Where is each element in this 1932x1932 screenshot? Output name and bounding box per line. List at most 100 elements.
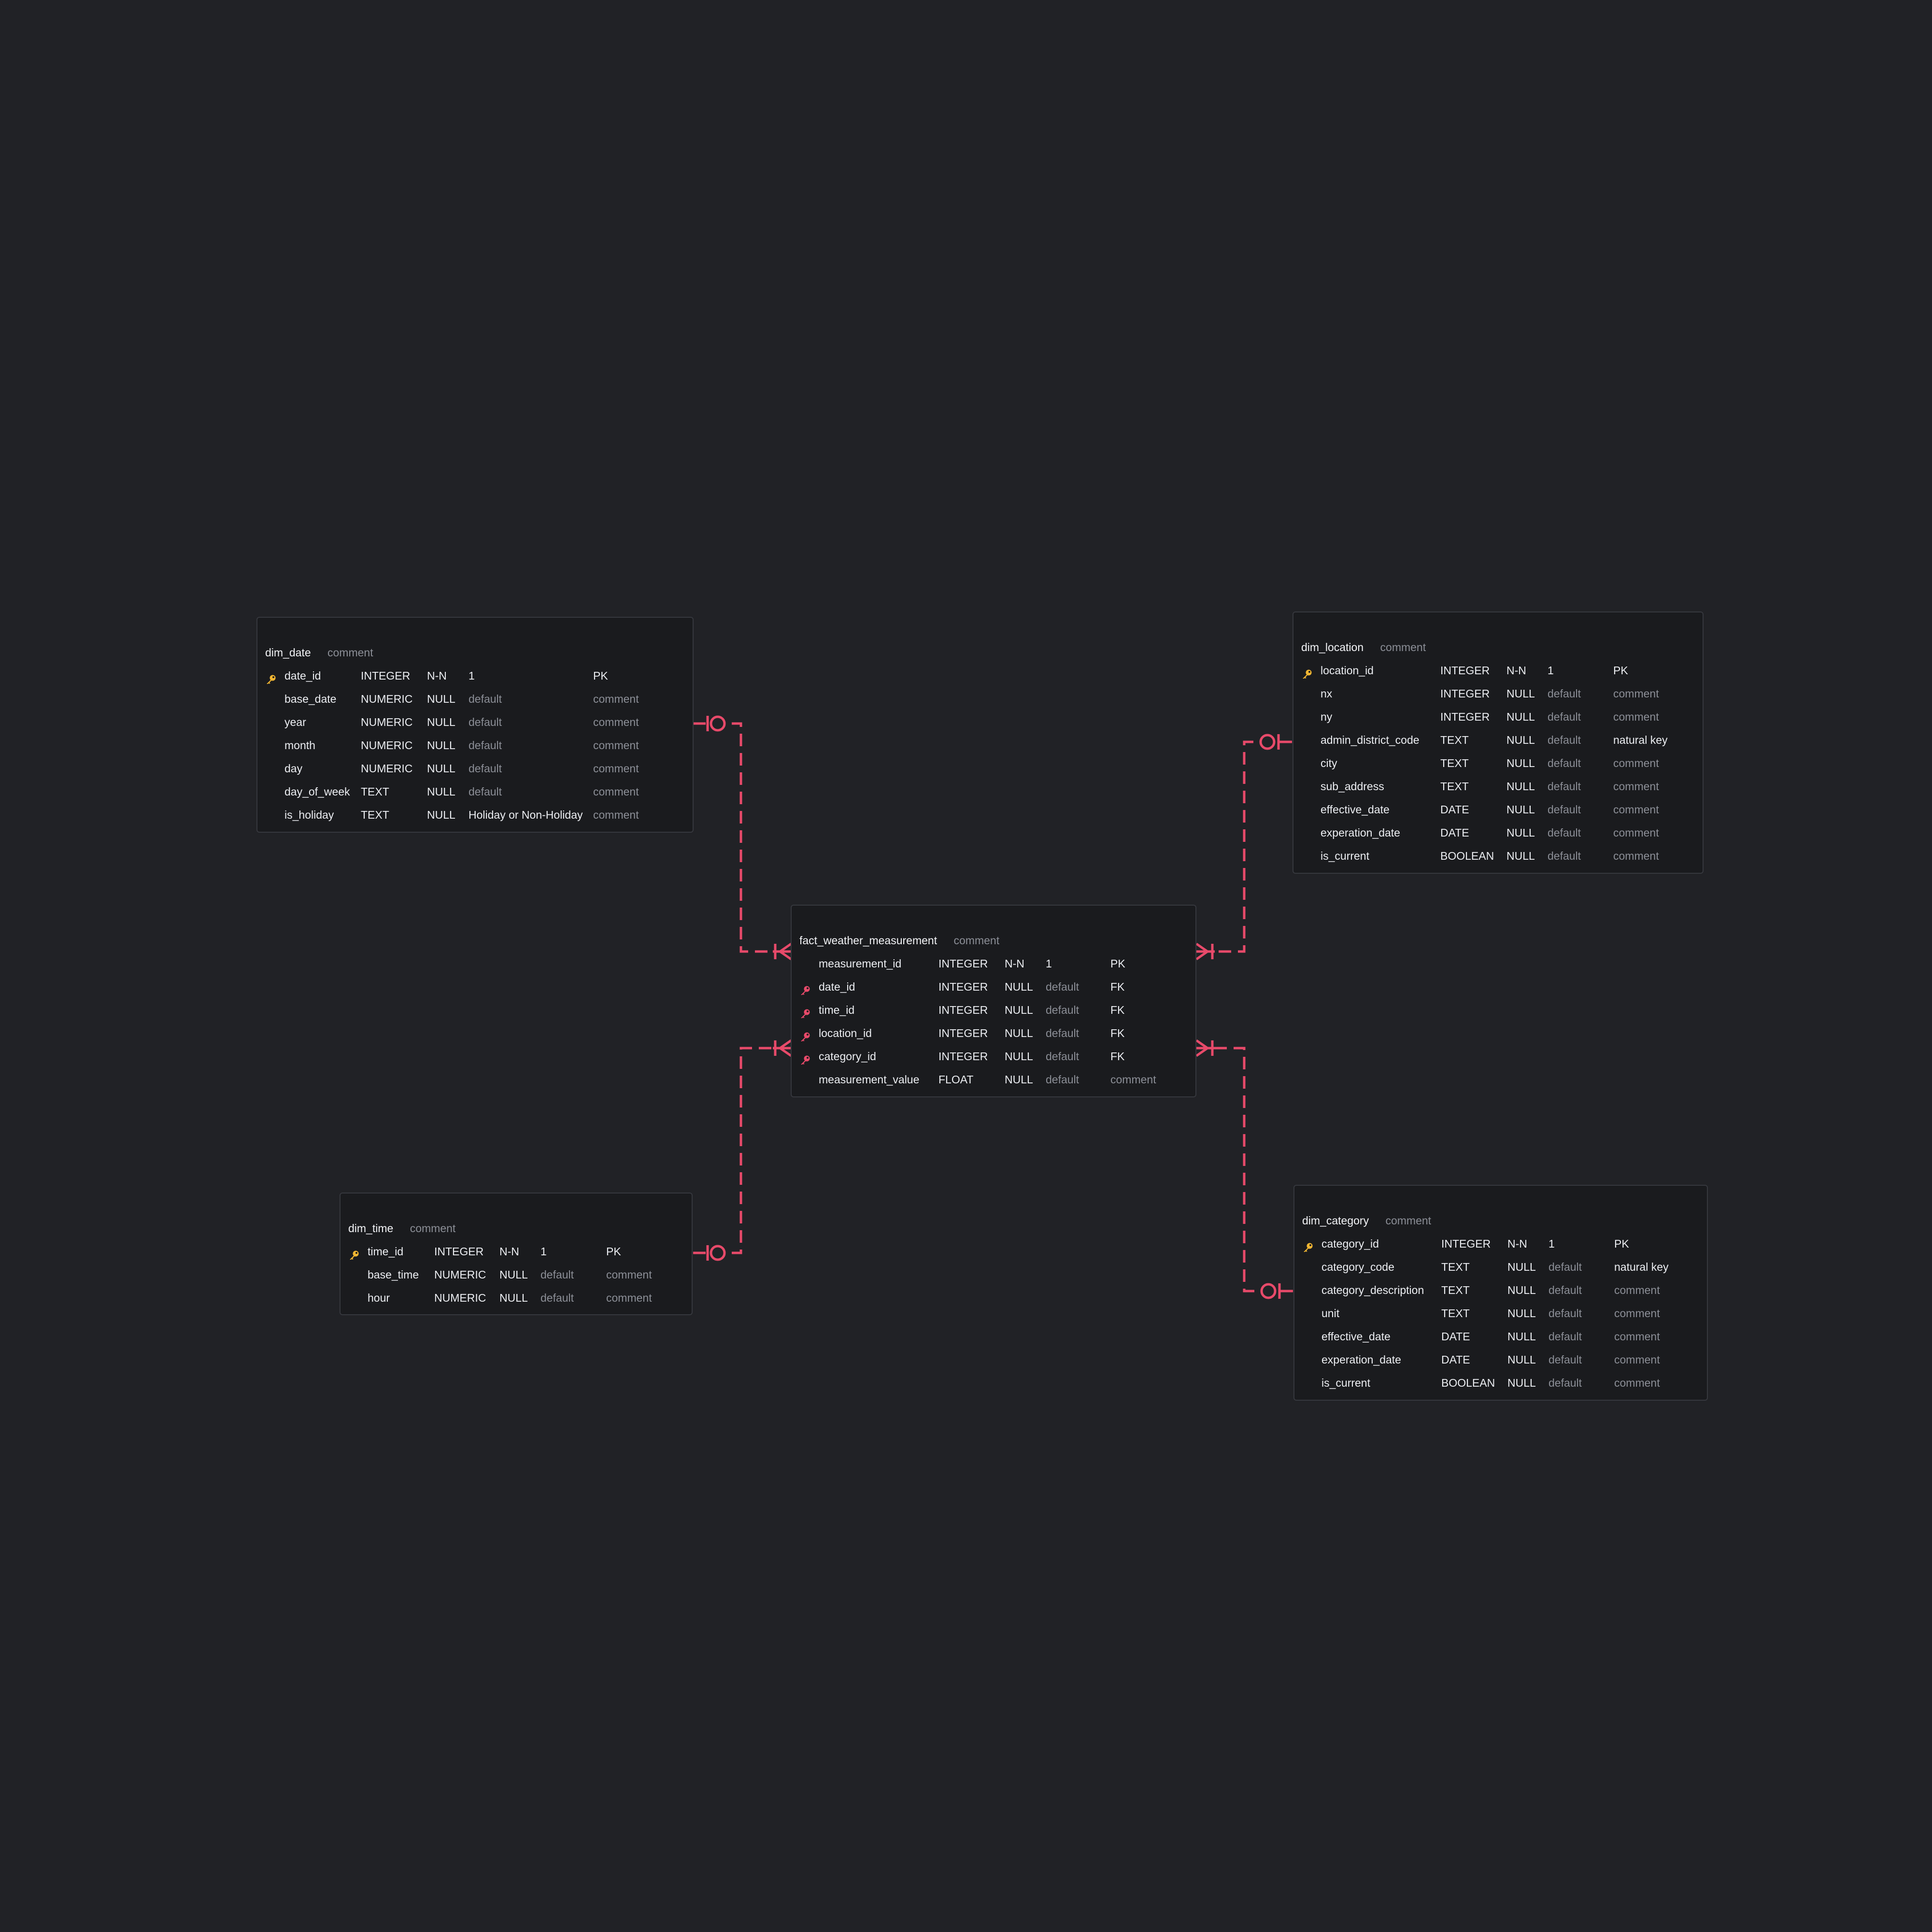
column-comment[interactable]: comment bbox=[1613, 850, 1659, 862]
relationship-time[interactable] bbox=[693, 1039, 792, 1261]
column-name[interactable]: time_id bbox=[368, 1245, 404, 1258]
column-default[interactable]: default bbox=[1046, 1050, 1080, 1063]
column-nullable[interactable]: NULL bbox=[1506, 850, 1535, 862]
column-comment[interactable]: comment bbox=[593, 809, 639, 821]
column-name[interactable]: month bbox=[284, 739, 315, 752]
column-name[interactable]: effective_date bbox=[1321, 803, 1390, 816]
column-name[interactable]: date_id bbox=[284, 669, 321, 682]
column-name[interactable]: base_time bbox=[368, 1268, 419, 1281]
column-name[interactable]: is_holiday bbox=[284, 809, 334, 821]
column-default[interactable]: default bbox=[1046, 1004, 1080, 1016]
column-name[interactable]: measurement_value bbox=[819, 1073, 920, 1086]
column-name[interactable]: category_id bbox=[1321, 1237, 1379, 1250]
column-nullable[interactable]: N-N bbox=[499, 1245, 519, 1258]
column-default[interactable]: default bbox=[1548, 1261, 1582, 1273]
column-comment[interactable]: comment bbox=[593, 785, 639, 798]
column-name[interactable]: experation_date bbox=[1321, 826, 1400, 839]
column-default[interactable]: default bbox=[1046, 1073, 1080, 1086]
table-comment[interactable]: comment bbox=[1385, 1214, 1432, 1227]
column-comment[interactable]: comment bbox=[1614, 1353, 1660, 1366]
column-name[interactable]: time_id bbox=[819, 1004, 855, 1016]
table-comment[interactable]: comment bbox=[1380, 641, 1426, 653]
column-name[interactable]: date_id bbox=[819, 980, 855, 993]
column-comment[interactable]: comment bbox=[1613, 780, 1659, 793]
column-nullable[interactable]: NULL bbox=[427, 809, 455, 821]
column-default[interactable]: default bbox=[1548, 850, 1581, 862]
column-type[interactable]: INTEGER bbox=[938, 957, 988, 970]
column-default[interactable]: 1 bbox=[1548, 1237, 1555, 1250]
column-comment[interactable]: comment bbox=[593, 739, 639, 752]
column-comment[interactable]: comment bbox=[1614, 1377, 1660, 1389]
table-comment[interactable]: comment bbox=[953, 934, 1000, 947]
column-comment[interactable]: comment bbox=[1613, 687, 1659, 700]
column-default[interactable]: default bbox=[1548, 803, 1581, 816]
column-nullable[interactable]: NULL bbox=[1005, 1027, 1033, 1039]
column-nullable[interactable]: NULL bbox=[1005, 1004, 1033, 1016]
column-nullable[interactable]: NULL bbox=[1506, 687, 1535, 700]
column-comment[interactable]: PK bbox=[1613, 664, 1628, 677]
column-nullable[interactable]: NULL bbox=[1005, 1050, 1033, 1063]
column-default[interactable]: default bbox=[540, 1292, 574, 1304]
column-comment[interactable]: comment bbox=[1613, 757, 1659, 769]
column-type[interactable]: NUMERIC bbox=[361, 716, 413, 728]
column-name[interactable]: day bbox=[284, 762, 303, 775]
column-comment[interactable]: PK bbox=[1614, 1237, 1629, 1250]
column-comment[interactable]: PK bbox=[593, 669, 608, 682]
table-name[interactable]: dim_location bbox=[1301, 641, 1364, 653]
table-name[interactable]: fact_weather_measurement bbox=[799, 934, 938, 947]
table-name[interactable]: dim_time bbox=[348, 1222, 394, 1235]
column-nullable[interactable]: N-N bbox=[1507, 1237, 1527, 1250]
column-default[interactable]: default bbox=[1046, 1027, 1080, 1039]
column-nullable[interactable]: NULL bbox=[427, 739, 455, 752]
column-nullable[interactable]: NULL bbox=[1005, 980, 1033, 993]
table-header[interactable]: dim_location comment bbox=[1300, 636, 1696, 659]
table-header[interactable]: dim_time comment bbox=[347, 1217, 685, 1240]
column-name[interactable]: base_date bbox=[284, 693, 337, 705]
table-fact-weather-measurement[interactable]: fact_weather_measurement comment measure… bbox=[791, 905, 1196, 1097]
column-name[interactable]: category_code bbox=[1321, 1261, 1394, 1273]
column-comment[interactable]: comment bbox=[593, 762, 639, 775]
column-nullable[interactable]: NULL bbox=[1507, 1307, 1536, 1320]
column-type[interactable]: INTEGER bbox=[1440, 710, 1490, 723]
column-type[interactable]: INTEGER bbox=[434, 1245, 484, 1258]
column-name[interactable]: experation_date bbox=[1321, 1353, 1401, 1366]
column-type[interactable]: INTEGER bbox=[938, 1027, 988, 1039]
column-name[interactable]: location_id bbox=[1321, 664, 1374, 677]
column-name[interactable]: day_of_week bbox=[284, 785, 350, 798]
column-type[interactable]: TEXT bbox=[1440, 780, 1469, 793]
column-comment[interactable]: natural key bbox=[1613, 734, 1668, 746]
column-type[interactable]: TEXT bbox=[1440, 734, 1469, 746]
column-nullable[interactable]: NULL bbox=[1506, 710, 1535, 723]
column-name[interactable]: sub_address bbox=[1321, 780, 1384, 793]
column-default[interactable]: default bbox=[469, 693, 502, 705]
column-default[interactable]: default bbox=[1548, 1330, 1582, 1343]
column-default[interactable]: default bbox=[1548, 780, 1581, 793]
column-type[interactable]: TEXT bbox=[1441, 1261, 1470, 1273]
column-nullable[interactable]: NULL bbox=[1507, 1261, 1536, 1273]
column-type[interactable]: BOOLEAN bbox=[1440, 850, 1494, 862]
column-comment[interactable]: comment bbox=[1614, 1307, 1660, 1320]
table-name[interactable]: dim_category bbox=[1302, 1214, 1369, 1227]
column-type[interactable]: DATE bbox=[1440, 803, 1469, 816]
column-type[interactable]: NUMERIC bbox=[361, 762, 413, 775]
table-header[interactable]: dim_date comment bbox=[264, 641, 686, 664]
